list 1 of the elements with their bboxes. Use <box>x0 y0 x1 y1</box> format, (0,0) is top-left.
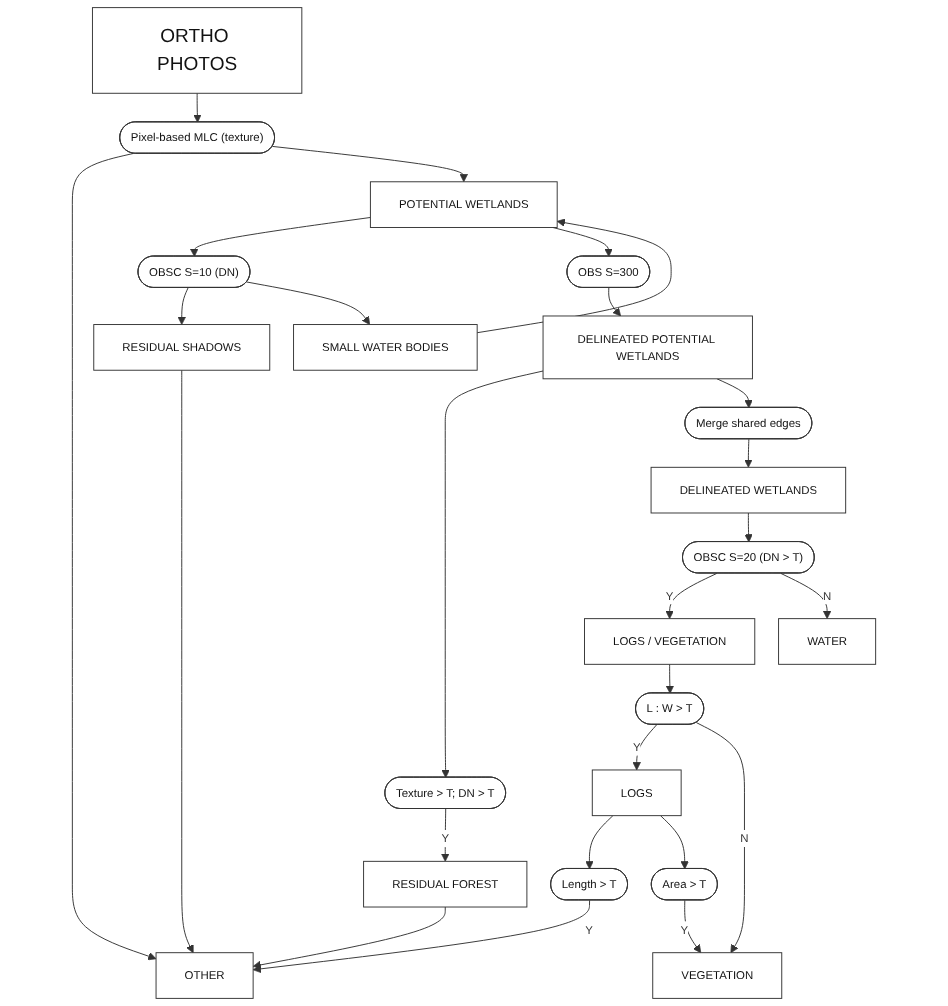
node-box: ORTHO PHOTOS <box>91 7 303 94</box>
